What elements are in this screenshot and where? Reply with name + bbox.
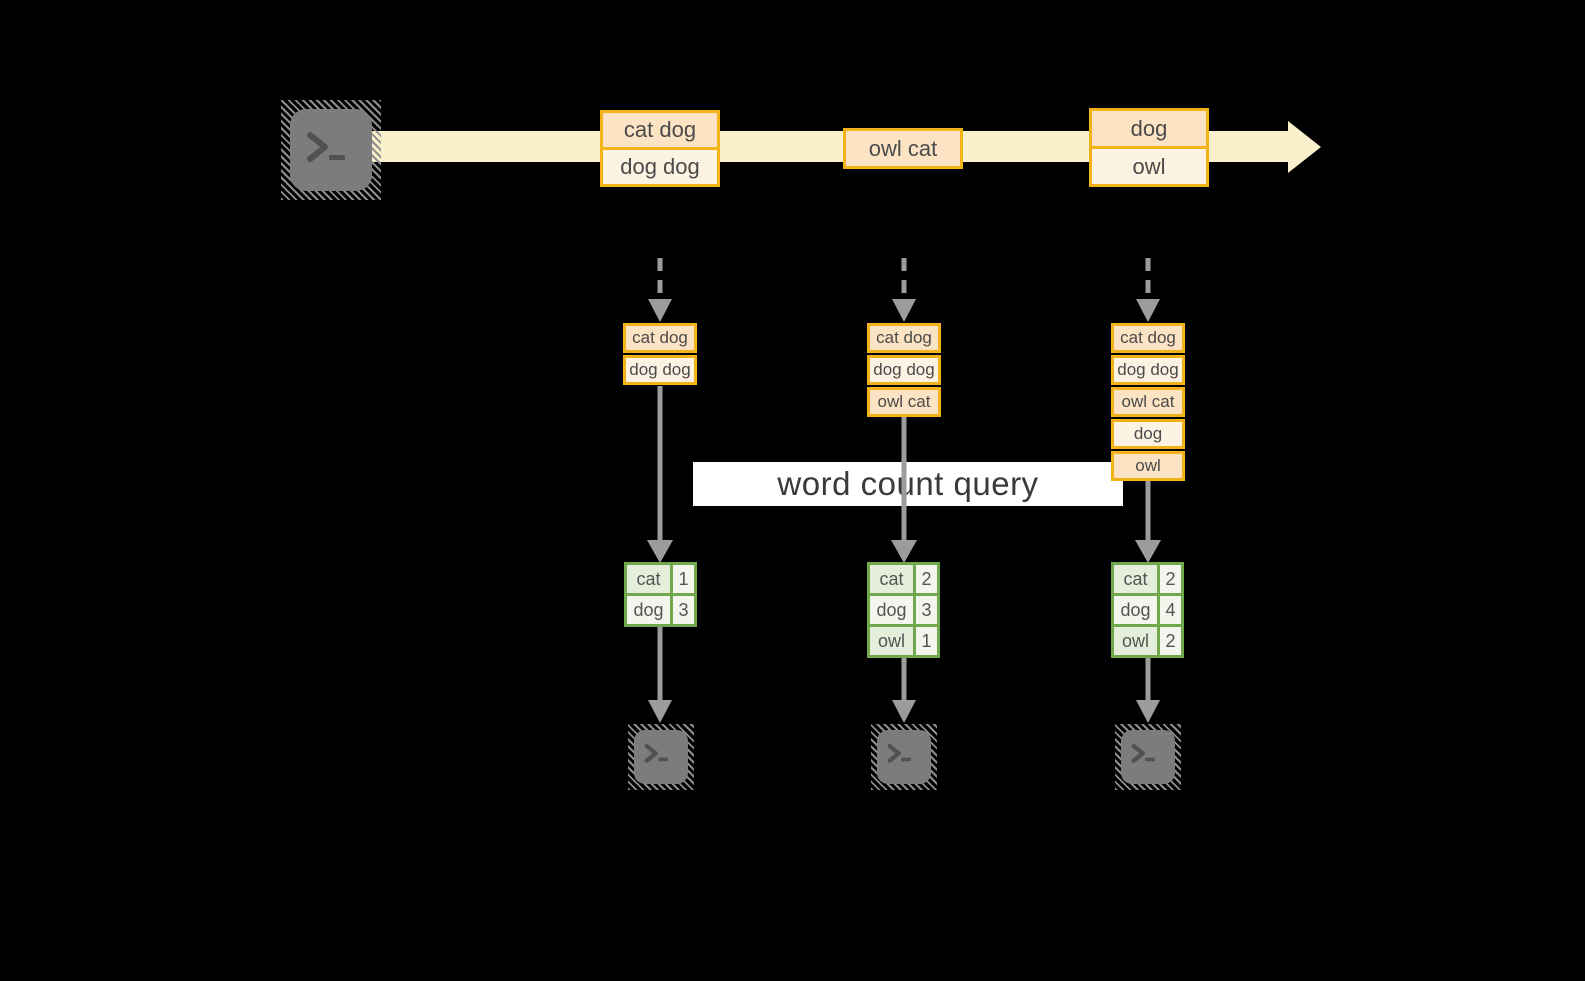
count-value: 3: [673, 596, 694, 624]
event-line: cat dog: [603, 113, 717, 147]
count-word: cat: [1114, 565, 1157, 593]
terminal-icon: [871, 724, 937, 790]
buffer-stack-3: cat dog dog dog owl cat dog owl: [1111, 323, 1185, 483]
count-value: 1: [916, 627, 937, 655]
count-word: dog: [870, 596, 913, 624]
terminal-icon-body: [877, 730, 931, 784]
buffer-stack-1: cat dog dog dog: [623, 323, 697, 387]
stream-event-box-2: owl cat: [843, 128, 963, 169]
buffer-item: cat dog: [1111, 323, 1185, 353]
buffer-item: cat dog: [623, 323, 697, 353]
terminal-icon: [1115, 724, 1181, 790]
prompt-glyph-icon: [887, 743, 911, 763]
count-table-3: cat 2 dog 4 owl 2: [1111, 562, 1184, 658]
event-line: owl: [1092, 146, 1206, 184]
count-value: 2: [916, 565, 937, 593]
count-value: 3: [916, 596, 937, 624]
stream-arrowhead: [1288, 121, 1321, 173]
query-banner-label: word count query: [777, 465, 1039, 502]
buffer-item: dog: [1111, 419, 1185, 449]
count-table-2: cat 2 dog 3 owl 1: [867, 562, 940, 658]
stream-event-box-1: cat dog dog dog: [600, 110, 720, 187]
count-word: cat: [870, 565, 913, 593]
buffer-item: owl: [1111, 451, 1185, 481]
query-banner: word count query: [693, 462, 1123, 506]
count-word: owl: [1114, 627, 1157, 655]
count-word: dog: [627, 596, 670, 624]
event-line: dog dog: [603, 147, 717, 184]
terminal-icon-body: [290, 109, 372, 191]
count-value: 2: [1160, 565, 1181, 593]
count-value: 1: [673, 565, 694, 593]
terminal-icon: [281, 100, 381, 200]
buffer-item: dog dog: [623, 355, 697, 385]
prompt-glyph-icon: [644, 743, 668, 763]
count-word: cat: [627, 565, 670, 593]
buffer-item: dog dog: [1111, 355, 1185, 385]
event-line: owl cat: [846, 131, 960, 166]
prompt-glyph-icon: [307, 132, 345, 162]
buffer-stack-2: cat dog dog dog owl cat: [867, 323, 941, 419]
terminal-icon-body: [634, 730, 688, 784]
count-value: 2: [1160, 627, 1181, 655]
terminal-icon: [628, 724, 694, 790]
count-word: owl: [870, 627, 913, 655]
count-value: 4: [1160, 596, 1181, 624]
event-line: dog: [1092, 111, 1206, 146]
count-table-1: cat 1 dog 3: [624, 562, 697, 627]
buffer-item: owl cat: [1111, 387, 1185, 417]
buffer-item: dog dog: [867, 355, 941, 385]
terminal-icon-body: [1121, 730, 1175, 784]
count-word: dog: [1114, 596, 1157, 624]
buffer-item: cat dog: [867, 323, 941, 353]
buffer-item: owl cat: [867, 387, 941, 417]
prompt-glyph-icon: [1131, 743, 1155, 763]
stream-event-box-3: dog owl: [1089, 108, 1209, 187]
